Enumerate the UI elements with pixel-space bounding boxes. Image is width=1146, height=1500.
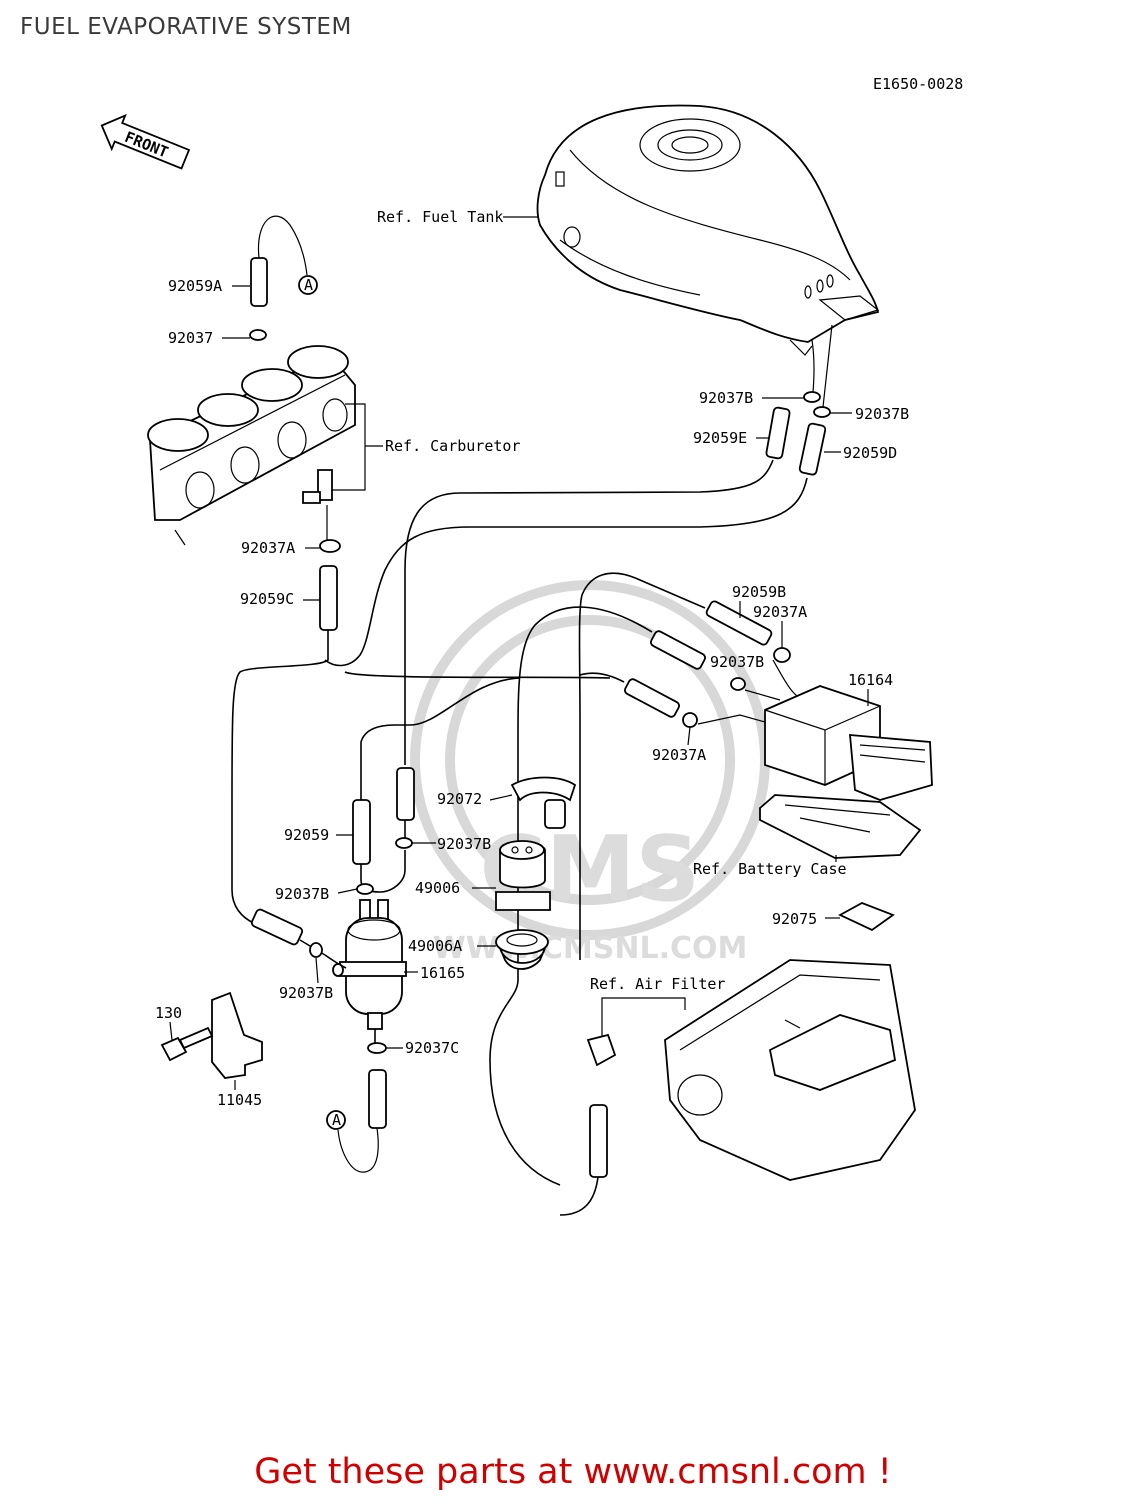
label-92059A: 92059A [168,277,222,295]
front-arrow: FRONT [100,113,191,170]
hose-lower-left [250,908,304,946]
hose-92059 [352,799,371,865]
label-92059C: 92059C [240,590,294,608]
label-92059E: 92059E [693,429,747,447]
battery-case [759,794,922,859]
label-92037A-canister-top: 92037A [753,603,807,621]
label-92037B-pump-side: 92037B [279,984,333,1002]
label-92037B-mid: 92037B [437,835,491,853]
hose-bottom [368,1069,387,1129]
label-92059: 92059 [284,826,329,844]
label-92037C: 92037C [405,1039,459,1057]
connector-a-bottom [326,1110,346,1130]
watermark-site: WWW.CMSNL.COM [433,931,748,966]
label-92037A-canister-bottom: 92037A [652,746,706,764]
label-92037B-tank-left: 92037B [699,389,753,407]
clip-92072 [510,776,577,802]
carburetor [147,345,356,546]
bolt-130 [160,1026,214,1062]
label-92037A-carb: 92037A [241,539,295,557]
label-air-filter: Ref. Air Filter [590,975,725,993]
label-92037B-canister: 92037B [710,653,764,671]
label-92059B: 92059B [732,583,786,601]
hose-92059C [319,565,338,631]
connector-a-bottom-label: A [332,1111,341,1129]
label-92037B-pump-top: 92037B [275,885,329,903]
connector-a-top-label: A [304,276,313,294]
air-filter-nipple [586,1033,617,1067]
label-16165: 16165 [420,964,465,982]
page-title: FUEL EVAPORATIVE SYSTEM [20,14,352,40]
label-92037B-tank-right: 92037B [855,405,909,423]
label-92072: 92072 [437,790,482,808]
grommet-49006A [495,929,549,970]
air-filter [664,959,916,1181]
connector-a-top [298,275,318,295]
label-carburetor: Ref. Carburetor [385,437,520,455]
label-92037: 92037 [168,329,213,347]
hose-92059E [765,406,791,460]
label-49006: 49006 [415,879,460,897]
hose-92059D [798,422,827,476]
label-130: 130 [155,1004,182,1022]
label-92075: 92075 [772,910,817,928]
hose-92059A [250,257,268,307]
bracket-11045 [211,991,263,1079]
fuel-tank [536,104,880,356]
hose-air-filter [589,1104,608,1178]
label-92059D: 92059D [843,444,897,462]
hose-upper [650,630,706,670]
canister-16164 [764,685,933,801]
footer-link-text[interactable]: Get these parts at www.cmsnl.com ! [254,1452,892,1492]
label-11045: 11045 [217,1091,262,1109]
label-battery-case: Ref. Battery Case [693,860,847,878]
valve-49006 [495,840,551,911]
pad-92075 [838,902,895,932]
label-16164: 16164 [848,671,893,689]
hose-lower [624,678,680,718]
label-fuel-tank: Ref. Fuel Tank [377,208,503,226]
hose-92059B [705,600,773,646]
hose-92059-right [396,767,415,821]
diagram-code: E1650-0028 [873,75,963,93]
label-49006A: 49006A [408,937,462,955]
pump-16165 [339,899,407,1030]
watermark: CMS WWW.CMSNL.COM [410,580,770,966]
